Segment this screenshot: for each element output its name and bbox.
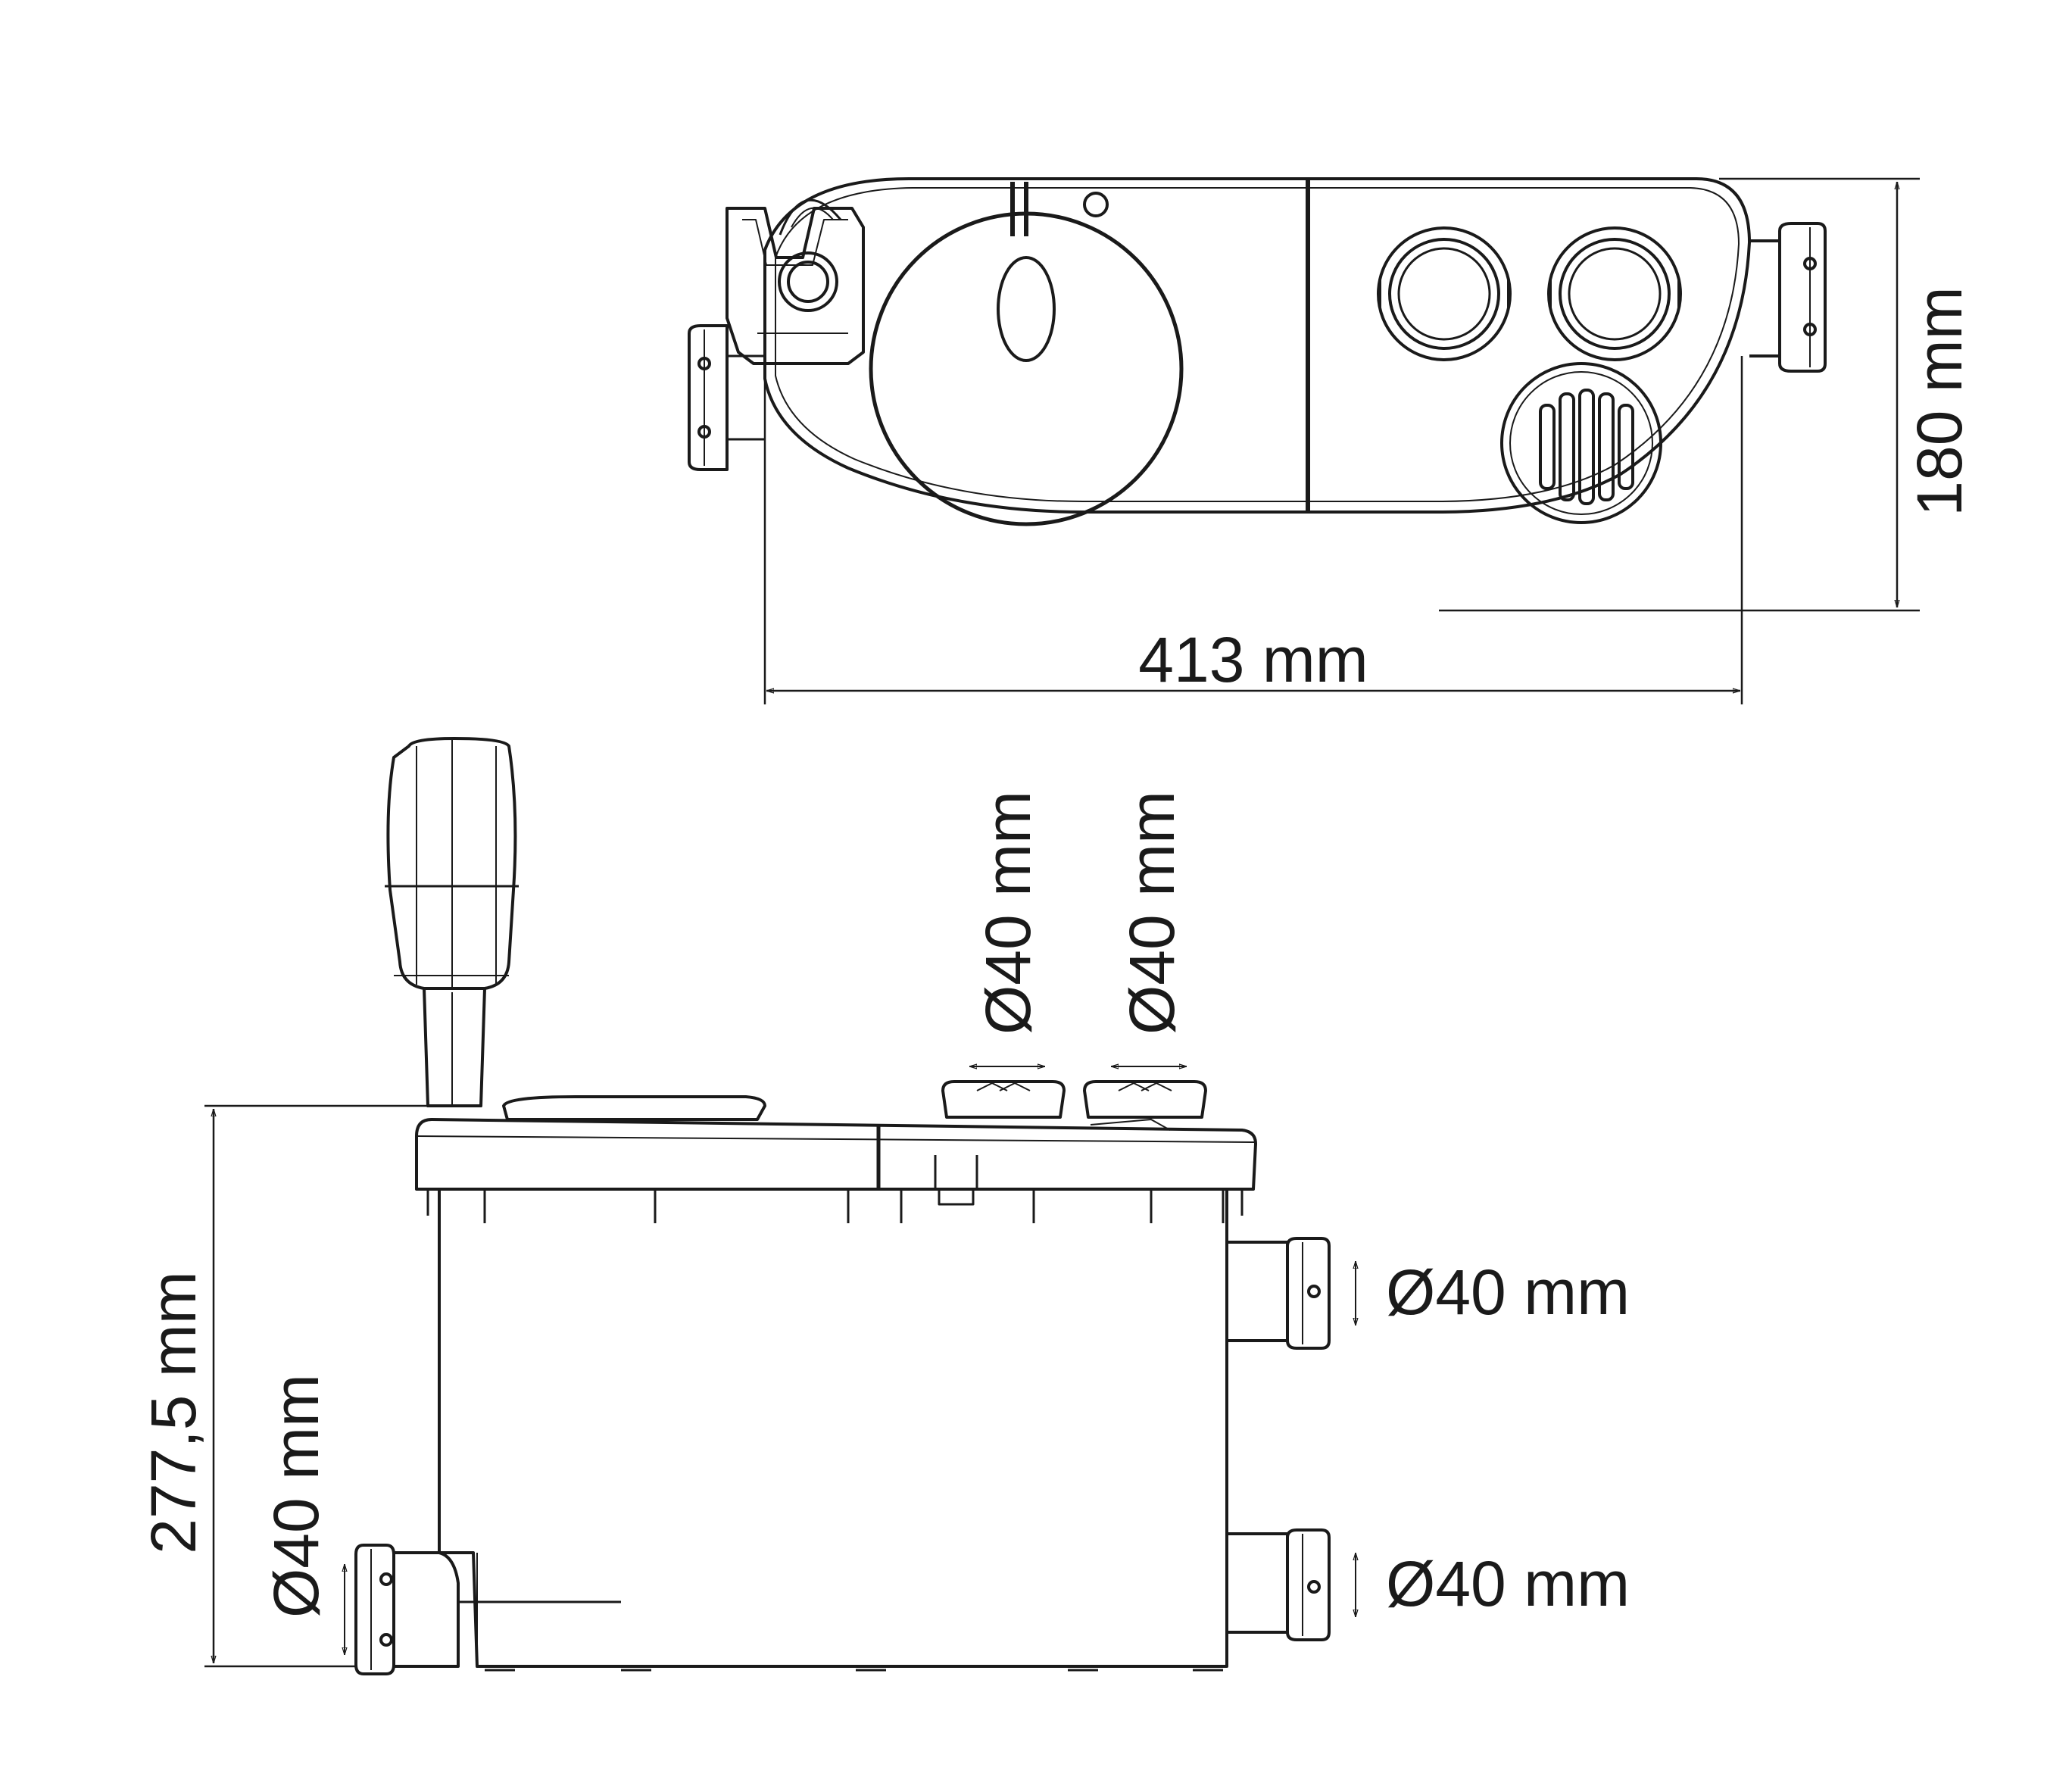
side-view-top-inlet-right <box>1083 1080 1207 1131</box>
side-view-handle <box>385 737 519 1107</box>
label-left-inlet-bottom: Ø40 mm <box>261 1374 332 1618</box>
side-view-right-inlet-lower <box>1227 1528 1331 1641</box>
dimension-413 <box>763 356 1743 704</box>
dimension-277-5 <box>204 1104 435 1668</box>
top-view <box>688 177 1827 526</box>
top-view-inlet-left <box>1377 226 1512 361</box>
label-top-inlet-right: Ø40 mm <box>1116 791 1187 1035</box>
top-view-outlet-bracket <box>726 198 865 365</box>
side-view-bottom-left-inlet <box>354 1544 621 1675</box>
label-right-inlet-lower: Ø40 mm <box>1386 1548 1630 1619</box>
side-view <box>354 737 1331 1675</box>
top-view-lid-knob <box>997 256 1056 362</box>
label-height: 277,5 mm <box>138 1271 209 1554</box>
label-right-inlet-upper: Ø40 mm <box>1386 1257 1630 1328</box>
top-view-right-coupler <box>1749 222 1827 373</box>
side-view-tank <box>438 1189 1228 1668</box>
top-view-inlet-right <box>1547 226 1682 361</box>
label-depth: 180 mm <box>1904 286 1975 516</box>
side-view-top-housing <box>415 1118 1257 1191</box>
dimension-180 <box>1439 177 1920 612</box>
label-width: 413 mm <box>1138 624 1368 695</box>
side-view-top-inlet-left <box>941 1080 1066 1119</box>
top-view-vent-grille <box>1500 362 1662 524</box>
side-view-right-inlet-upper <box>1227 1237 1331 1350</box>
top-view-left-coupler <box>688 324 765 471</box>
top-view-vent-hole <box>1083 192 1109 217</box>
top-view-motor-lid <box>869 211 1184 526</box>
side-view-lid-plate <box>502 1095 766 1121</box>
label-top-inlet-left: Ø40 mm <box>972 791 1044 1035</box>
